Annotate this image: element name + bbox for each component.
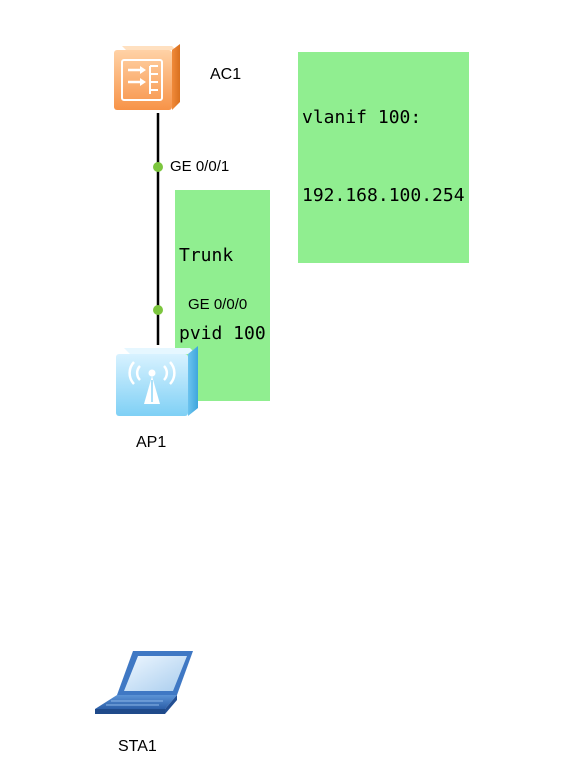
vlanif-note-line2: 192.168.100.254 (302, 185, 465, 206)
sta-device[interactable] (93, 645, 198, 720)
sta-name-label: STA1 (118, 738, 157, 755)
ac-device[interactable] (110, 40, 184, 114)
ac-port-label: GE 0/0/1 (170, 158, 230, 175)
trunk-note-line2: pvid 100 (179, 323, 266, 344)
ap-device[interactable] (110, 342, 205, 420)
ac-name-label: AC1 (210, 66, 242, 83)
ac-port-dot (153, 162, 163, 172)
access-controller-icon (114, 44, 180, 110)
vlanif-note-line1: vlanif 100: (302, 107, 422, 128)
ap-port-dot (153, 305, 163, 315)
laptop-icon (95, 651, 193, 714)
trunk-note-line1: Trunk (179, 245, 234, 266)
ap-port-label: GE 0/0/0 (188, 296, 248, 313)
ap-name-label: AP1 (136, 434, 167, 451)
wireless-access-point-icon (116, 346, 198, 416)
vlanif-note: vlanif 100: 192.168.100.254 (298, 52, 469, 263)
